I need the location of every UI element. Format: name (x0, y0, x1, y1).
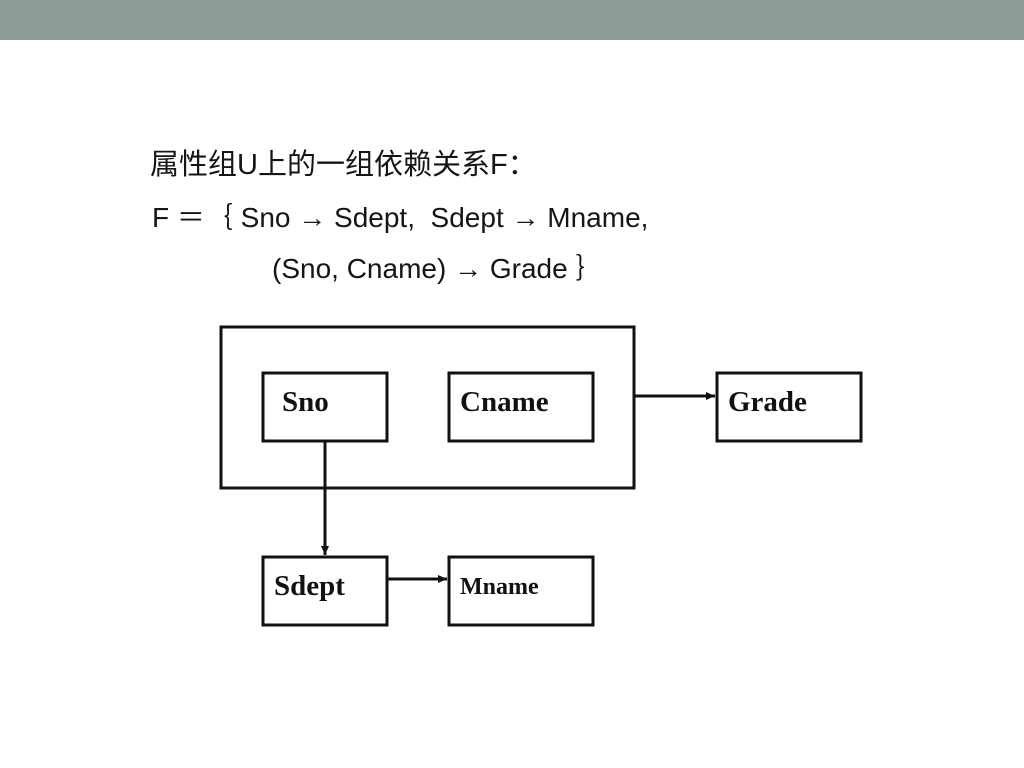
node-mname (447, 555, 595, 627)
node-grade (715, 371, 863, 443)
node-cname-label: Cname (460, 386, 549, 418)
node-sno-label: Sno (282, 386, 329, 418)
node-sdept (261, 555, 389, 627)
dependency-set-line-1: F ＝｛ Sno → Sdept, Sdept → Mname, (152, 202, 649, 233)
node-sdept-label: Sdept (274, 570, 345, 602)
node-sno (261, 371, 389, 443)
dependency-set-line-2: (Sno, Cname) → Grade ｝ (272, 253, 604, 284)
node-mname-label: Mname (460, 574, 539, 600)
top-bar (0, 0, 1024, 40)
node-grade-label: Grade (728, 386, 807, 418)
group-box-sno-cname (219, 325, 636, 490)
dependency-description: 属性组U上的一组依赖关系F： (150, 149, 537, 181)
node-cname (447, 371, 595, 443)
